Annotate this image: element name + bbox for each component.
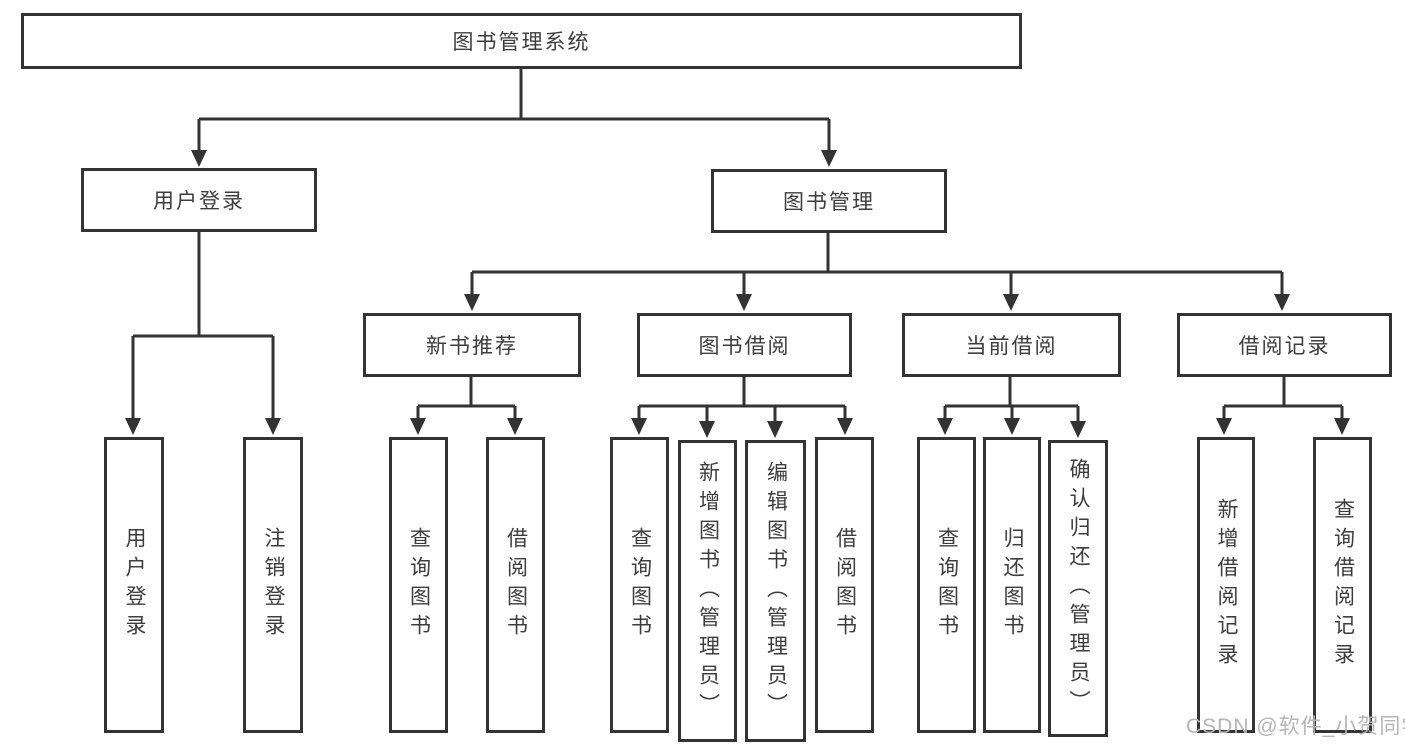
leaf-recommend-query-books: 查询图书 [389, 437, 448, 733]
node-label: 借阅记录 [1238, 335, 1331, 358]
arrow-down-icon [1334, 418, 1350, 435]
node-label: 图书管理系统 [452, 31, 591, 54]
arrowheads [125, 150, 1350, 438]
leaf-borrowing-query-books: 查询图书 [610, 437, 669, 733]
node-book-borrowing: 图书借阅 [637, 313, 852, 377]
arrow-down-icon [736, 294, 752, 311]
node-new-book-recommendation: 新书推荐 [363, 313, 581, 377]
leaf-query-borrowing-record: 查询借阅记录 [1313, 437, 1372, 733]
arrow-down-icon [1274, 294, 1290, 311]
connector-root-to-level2 [197, 68, 831, 152]
arrow-down-icon [507, 418, 523, 435]
connector-book-borrowing-to-children [637, 377, 847, 423]
leaf-edit-books-admin: 编辑图书（管理员） [745, 440, 806, 742]
arrow-down-icon [265, 418, 281, 435]
leaf-user-login: 用户登录 [104, 437, 164, 733]
arrow-down-icon [1216, 418, 1232, 435]
leaf-logout: 注销登录 [243, 437, 303, 733]
arrow-down-icon [699, 421, 715, 438]
connector-new-book-recommendation-to-children [416, 377, 517, 420]
arrow-down-icon [1004, 418, 1020, 435]
node-current-borrowing: 当前借阅 [902, 313, 1121, 377]
watermark-text: CSDN @软件_小贺同学 [1186, 715, 1405, 738]
node-label: 图书借阅 [698, 335, 791, 358]
arrow-down-icon [821, 150, 837, 167]
connector-book-management-to-level3 [470, 233, 1284, 296]
arrow-down-icon [1003, 294, 1019, 311]
leaf-return-books: 归还图书 [983, 437, 1041, 733]
arrow-down-icon [767, 421, 783, 438]
node-label: 当前借阅 [965, 335, 1058, 358]
arrow-down-icon [631, 418, 647, 435]
connector-borrowing-records-to-children [1222, 377, 1344, 420]
node-label: 新书推荐 [426, 335, 518, 358]
arrow-down-icon [1070, 421, 1086, 438]
arrow-down-icon [410, 418, 426, 435]
arrow-down-icon [937, 418, 953, 435]
node-library-management-system: 图书管理系统 [21, 13, 1022, 69]
connector-user-login-to-children [131, 232, 275, 420]
arrow-down-icon [191, 150, 207, 167]
leaf-borrowing-borrow-books: 借阅图书 [815, 437, 874, 733]
node-book-management: 图书管理 [711, 169, 947, 233]
node-user-login: 用户登录 [81, 168, 317, 232]
leaf-current-query-books: 查询图书 [917, 437, 976, 733]
leaf-add-books-admin: 新增图书（管理员） [678, 440, 737, 742]
arrow-down-icon [837, 418, 853, 435]
arrow-down-icon [464, 294, 480, 311]
node-label: 用户登录 [153, 190, 245, 213]
connector-current-borrowing-to-children [943, 377, 1080, 423]
leaf-recommend-borrow-books: 借阅图书 [486, 437, 545, 733]
node-borrowing-records: 借阅记录 [1177, 313, 1392, 377]
leaf-add-borrowing-record: 新增借阅记录 [1197, 437, 1255, 733]
arrow-down-icon [125, 418, 141, 435]
node-label: 图书管理 [783, 191, 875, 214]
leaf-confirm-return-admin: 确认归还（管理员） [1048, 440, 1108, 737]
